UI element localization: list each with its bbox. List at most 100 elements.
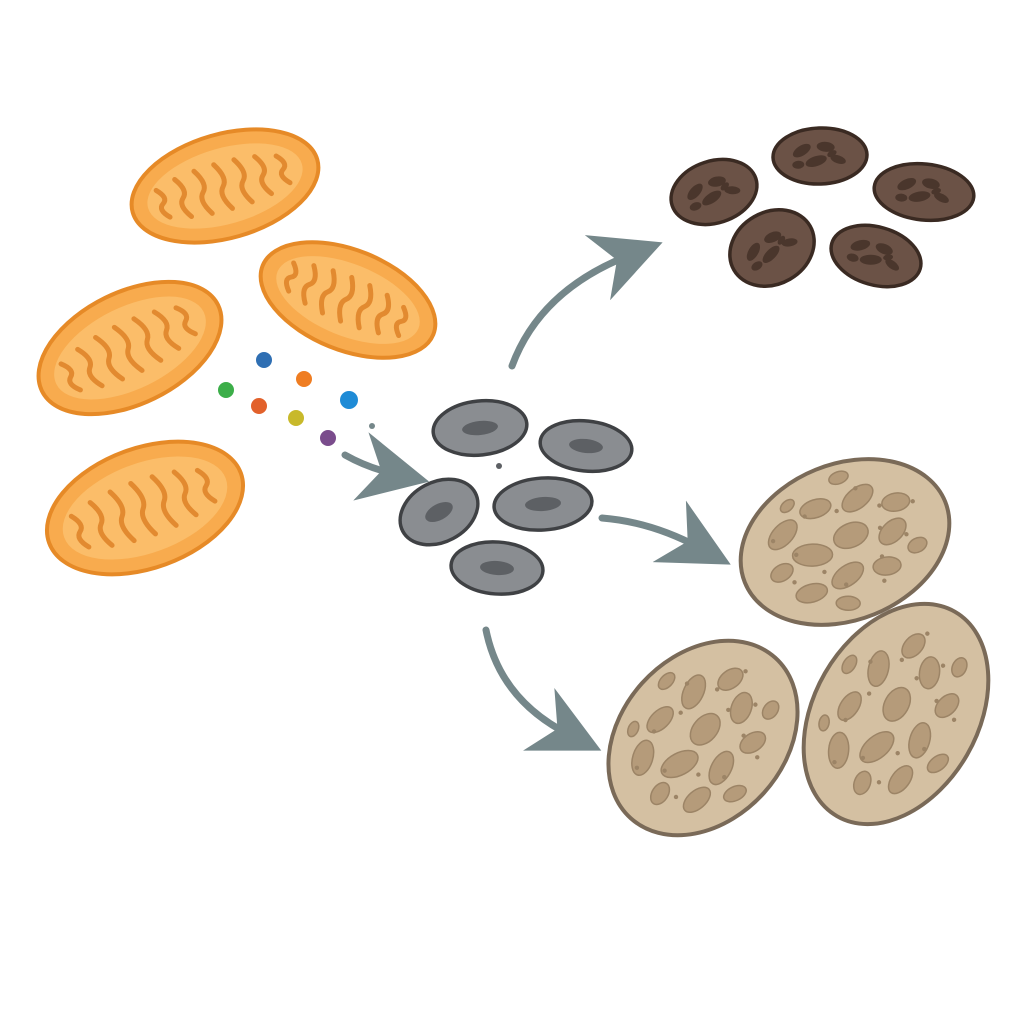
- colored-dot-icon: [296, 371, 312, 387]
- disc-spot-mark: [751, 261, 763, 271]
- dark-disc-icon: [771, 126, 869, 186]
- colored-dot-icon: [256, 352, 272, 368]
- arrow-icon: [482, 626, 602, 751]
- cell-speck-mark: [678, 710, 683, 715]
- cell-spot-mark: [818, 714, 830, 732]
- cell-speck-mark: [910, 499, 915, 504]
- crista-mark: [128, 480, 158, 537]
- disc-spot-mark: [895, 193, 908, 202]
- cell-spot-mark: [657, 671, 676, 691]
- dark-disc-icon: [669, 157, 759, 227]
- disc-spot-mark: [687, 183, 703, 201]
- tan-cells-group: [606, 457, 991, 838]
- mitochondria-group: [36, 127, 438, 577]
- cell-speck-mark: [634, 765, 640, 770]
- cell-speck-mark: [868, 659, 873, 664]
- cell-speck-mark: [755, 755, 760, 760]
- cell-spot-mark: [881, 492, 911, 513]
- colored-dot-icon: [340, 391, 358, 409]
- crista-mark: [107, 489, 137, 544]
- cell-spot-mark: [795, 582, 829, 604]
- crista-mark: [211, 162, 235, 211]
- mitochondrion-icon: [129, 127, 321, 245]
- disc-spot-mark: [792, 143, 811, 158]
- crista-mark: [171, 469, 199, 518]
- gray-disc-icon: [398, 477, 480, 547]
- cell-speck-mark: [822, 569, 827, 575]
- signal-molecules-group: [218, 352, 375, 446]
- crista-mark: [252, 154, 274, 197]
- disc-spot-mark: [762, 245, 780, 263]
- cell-speck-mark: [794, 552, 799, 558]
- cell-speck-mark: [914, 676, 919, 681]
- gray-disc-icon: [538, 418, 634, 474]
- crista-mark: [153, 187, 173, 220]
- cell-spot-mark: [649, 781, 671, 806]
- disc-spot-mark: [883, 254, 894, 261]
- disc-spot-mark: [908, 191, 931, 202]
- cell-spot-mark: [887, 765, 914, 795]
- cell-spot-mark: [722, 784, 747, 803]
- mitochondrion-icon: [258, 240, 438, 360]
- cell-speck-mark: [934, 698, 939, 704]
- cell-spot-mark: [646, 705, 674, 734]
- cell-speck-mark: [714, 687, 720, 692]
- crista-mark: [319, 268, 337, 316]
- disc-spot-mark: [746, 242, 761, 261]
- cell-speck-mark: [882, 578, 887, 583]
- crista-mark: [337, 274, 356, 324]
- cell-spot-mark: [837, 691, 862, 722]
- cell-spot-mark: [660, 749, 699, 779]
- arrow-icon: [598, 500, 731, 565]
- colored-dot-icon: [288, 410, 304, 426]
- disc-spot-mark: [875, 243, 893, 255]
- colored-dot-icon: [320, 430, 336, 446]
- crista-mark: [68, 513, 92, 550]
- disc-spot-mark: [850, 239, 871, 251]
- disc-spot-mark: [724, 186, 741, 195]
- arrow-icon: [508, 235, 663, 370]
- disc-spot-mark: [931, 187, 941, 195]
- disc-spot-mark: [781, 238, 798, 247]
- cell-speck-mark: [651, 729, 657, 734]
- crista-mark: [194, 467, 218, 504]
- colored-dot-icon: [369, 423, 375, 429]
- cell-spot-mark: [770, 562, 794, 583]
- arrow-icon: [341, 432, 430, 501]
- crista-mark: [111, 324, 145, 373]
- disc-spot-mark: [830, 154, 846, 164]
- dark-discs-group: [669, 126, 976, 289]
- disc-spot-mark: [805, 155, 827, 167]
- crista-mark: [131, 316, 164, 363]
- cell-speck-mark: [843, 582, 849, 587]
- disc-spot-mark: [816, 141, 835, 152]
- crista-mark: [355, 283, 374, 331]
- crista-mark: [231, 157, 255, 205]
- disc-spot-mark: [922, 178, 940, 189]
- cell-speck-mark: [940, 663, 946, 668]
- disc-spot-mark: [720, 182, 729, 191]
- gray-disc-icon: [492, 476, 594, 532]
- disc-spot-mark: [792, 160, 805, 169]
- cell-speck-mark: [802, 514, 807, 519]
- cell-speck-mark: [925, 631, 930, 636]
- cell-spot-mark: [859, 730, 895, 764]
- cell-spot-mark: [729, 691, 753, 725]
- cell-spot-mark: [841, 483, 874, 513]
- tan-cell-icon: [801, 601, 991, 827]
- disc-spot-mark: [897, 178, 917, 191]
- cell-speck-mark: [726, 707, 731, 713]
- cell-spot-mark: [827, 731, 850, 769]
- disc-spot-mark: [846, 253, 859, 262]
- dark-disc-icon: [872, 161, 976, 223]
- cell-speck-mark: [860, 755, 866, 761]
- crista-mark: [301, 263, 318, 306]
- cell-speck-mark: [834, 508, 839, 514]
- crista-mark: [393, 304, 409, 339]
- cell-speck-mark: [832, 759, 837, 765]
- small-particle-icon: [496, 463, 502, 469]
- cell-spot-mark: [739, 730, 767, 754]
- cell-speck-mark: [876, 780, 882, 785]
